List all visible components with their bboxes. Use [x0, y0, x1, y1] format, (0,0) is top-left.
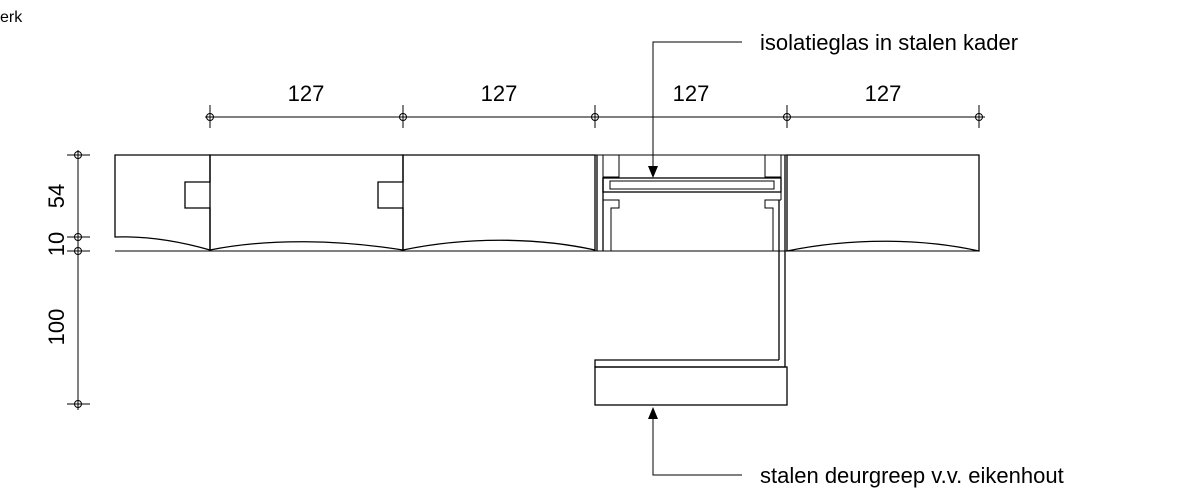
corner-text-fragment: erk [0, 9, 23, 26]
oak-grip [594, 366, 788, 406]
plank-1 [114, 154, 211, 251]
dim-label-v3: 100 [44, 309, 69, 346]
dim-label-v1: 54 [44, 184, 69, 208]
dim-label-h1: 127 [288, 81, 325, 106]
vertical-dimension-line [67, 150, 90, 410]
handle-leader [648, 407, 742, 476]
plank-2 [184, 154, 404, 251]
steel-glass-frame [596, 154, 786, 360]
door-handle [594, 251, 788, 406]
dim-label-v2: 10 [44, 232, 69, 256]
plank-4 [786, 154, 980, 252]
horizontal-dimension-line [205, 105, 985, 128]
dim-label-h2: 127 [481, 81, 518, 106]
glass-leader [648, 41, 742, 178]
dim-label-h4: 127 [865, 81, 902, 106]
plank-3 [377, 154, 596, 251]
dim-label-h3: 127 [673, 81, 710, 106]
glass-annotation: isolatieglas in stalen kader [760, 30, 1018, 55]
handle-annotation: stalen deurgreep v.v. eikenhout [760, 463, 1064, 488]
